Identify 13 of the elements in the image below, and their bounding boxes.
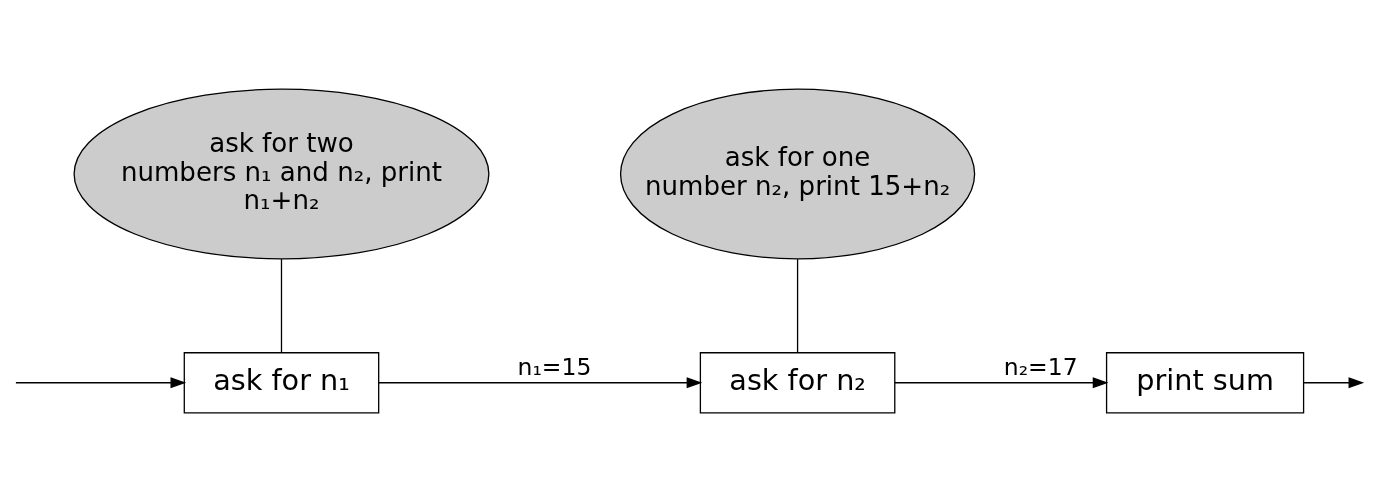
edge-label: n₁=15	[517, 353, 592, 382]
arrow	[1303, 377, 1365, 389]
arrow	[378, 377, 703, 389]
node-ellipse: ask for one number n₂, print 15+n₂	[619, 88, 976, 260]
arrow	[15, 377, 187, 389]
node-box: print sum	[1105, 352, 1305, 414]
connector	[796, 258, 799, 354]
arrow	[894, 377, 1109, 389]
node-box: ask for n₁	[183, 352, 380, 414]
connector	[280, 258, 283, 354]
edge-label: n₂=17	[1003, 353, 1078, 382]
node-box: ask for n₂	[699, 352, 896, 414]
node-ellipse: ask for two numbers n₁ and n₂, print n₁+n₂	[73, 88, 490, 260]
